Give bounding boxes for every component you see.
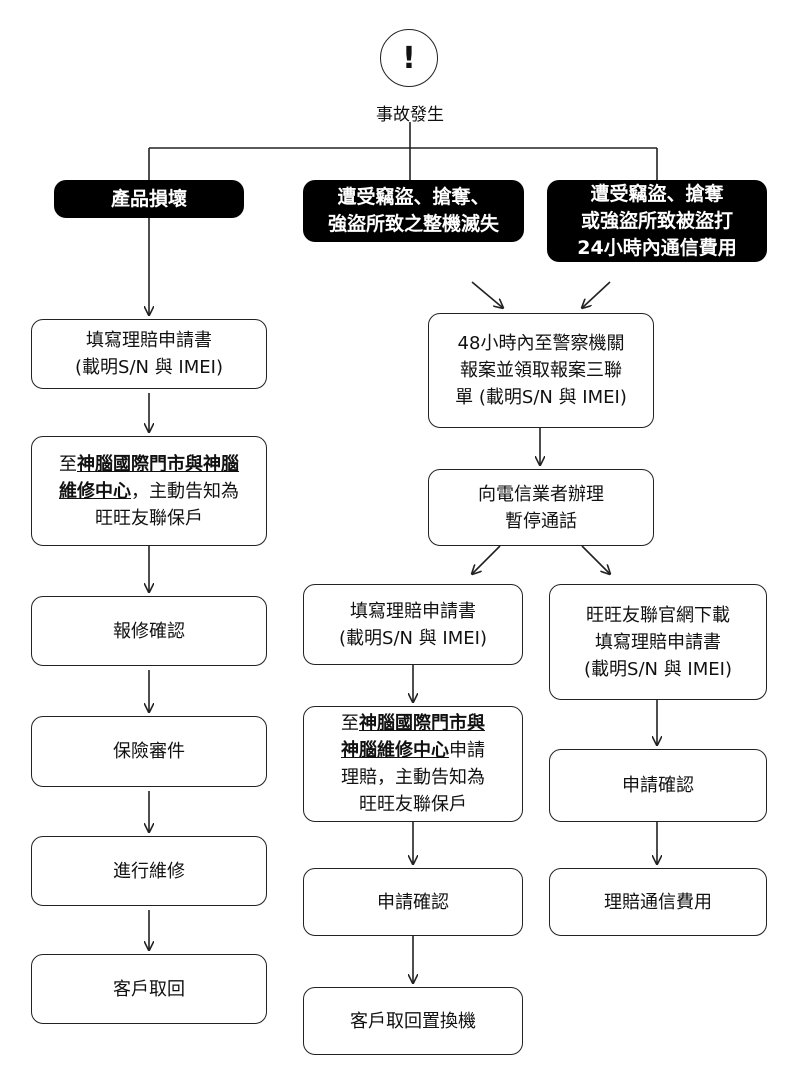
center-claim-form-line1: 填寫理賠申請書	[350, 600, 476, 622]
police-report-line2: 報案並領取報案三聯	[460, 360, 622, 381]
center-notify: 至神腦國際門市與 神腦維修中心申請 理賠，主動告知為 旺旺友聯保戶	[303, 706, 523, 822]
center-claim-form: 填寫理賠申請書 (載明S/N 與 IMEI)	[303, 584, 523, 665]
center-notify-center: 神腦維修中心	[341, 740, 449, 761]
left-repair-label: 進行維修	[113, 860, 185, 882]
center-notify-line3: 理賠，主動告知為	[341, 767, 485, 788]
left-notify-suffix: ，主動告知為	[131, 480, 239, 502]
exclamation-icon: !	[380, 29, 438, 87]
left-notify: 至神腦國際門市與神腦 維修中心，主動告知為 旺旺友聯保戶	[31, 436, 267, 546]
left-insurance-case: 保險審件	[31, 716, 267, 787]
center-notify-line4: 旺旺友聯保戶	[359, 794, 467, 815]
telecom-suspend-line1: 向電信業者辦理	[478, 483, 604, 505]
center-pickup-replace: 客戶取回置換機	[303, 987, 523, 1055]
arrow-theft-loss-to-police	[471, 281, 503, 308]
center-notify-suffix: 申請	[449, 740, 485, 761]
center-claim-form-line2: (載明S/N 與 IMEI)	[339, 627, 487, 649]
police-report-line1: 48小時內至警察機關	[457, 333, 625, 354]
telecom-suspend: 向電信業者辦理 暫停通話	[428, 469, 654, 546]
right-claim-confirm-label: 申請確認	[622, 775, 694, 796]
exclamation-glyph: !	[402, 40, 416, 76]
police-report: 48小時內至警察機關 報案並領取報案三聯 單 (載明S/N 與 IMEI)	[428, 313, 654, 428]
left-notify-store: 神腦國際門市與神腦	[77, 453, 239, 475]
category-theft-call: 遭受竊盜、搶奪 或強盜所致被盜打 24小時內通信費用	[547, 180, 767, 262]
left-notify-prefix: 至	[59, 453, 77, 475]
center-notify-prefix: 至	[341, 713, 359, 734]
category-theft-loss-line2: 強盜所致之整機滅失	[327, 213, 499, 235]
center-pickup-replace-label: 客戶取回置換機	[350, 1010, 476, 1032]
left-notify-center: 維修中心	[59, 480, 131, 502]
left-repair: 進行維修	[31, 836, 267, 906]
right-compensate: 理賠通信費用	[549, 868, 767, 936]
right-download-form: 旺旺友聯官網下載 填寫理賠申請書 (載明S/N 與 IMEI)	[549, 584, 767, 700]
arrow-telecom-to-right	[581, 545, 610, 574]
right-download-line1: 旺旺友聯官網下載	[586, 604, 730, 626]
left-claim-form: 填寫理賠申請書 (載明S/N 與 IMEI)	[31, 319, 267, 389]
left-notify-line3: 旺旺友聯保戶	[95, 507, 203, 529]
police-report-line3: 單 (載明S/N 與 IMEI)	[455, 387, 627, 408]
category-damage-label: 產品損壞	[110, 187, 187, 210]
category-damage: 產品損壞	[54, 180, 244, 218]
left-repair-confirm-label: 報修確認	[113, 620, 185, 642]
left-repair-confirm: 報修確認	[31, 596, 267, 666]
left-pickup-label: 客戶取回	[113, 978, 185, 1000]
category-theft-call-line1: 遭受竊盜、搶奪	[590, 182, 724, 205]
telecom-suspend-line2: 暫停通話	[505, 510, 577, 532]
left-insurance-case-label: 保險審件	[113, 741, 185, 762]
start-label: 事故發生	[376, 105, 444, 125]
right-download-line2: 填寫理賠申請書	[595, 631, 721, 653]
category-theft-call-line2: 或強盜所致被盜打	[580, 209, 733, 232]
arrow-theft-call-to-police	[582, 281, 611, 308]
center-claim-confirm-label: 申請確認	[377, 891, 449, 913]
arrow-telecom-to-center	[472, 545, 501, 574]
category-theft-loss: 遭受竊盜、搶奪、 強盜所致之整機滅失	[303, 180, 524, 242]
left-claim-form-line2: (載明S/N 與 IMEI)	[75, 357, 223, 378]
right-download-line3: (載明S/N 與 IMEI)	[584, 658, 732, 680]
category-theft-call-line3: 24小時內通信費用	[577, 236, 737, 259]
center-claim-confirm: 申請確認	[303, 868, 523, 936]
center-notify-store: 神腦國際門市與	[359, 713, 485, 734]
right-claim-confirm: 申請確認	[549, 749, 767, 822]
category-theft-loss-line1: 遭受竊盜、搶奪、	[337, 186, 490, 208]
right-compensate-label: 理賠通信費用	[604, 891, 712, 913]
left-pickup: 客戶取回	[31, 954, 267, 1024]
left-claim-form-line1: 填寫理賠申請書	[86, 330, 212, 351]
